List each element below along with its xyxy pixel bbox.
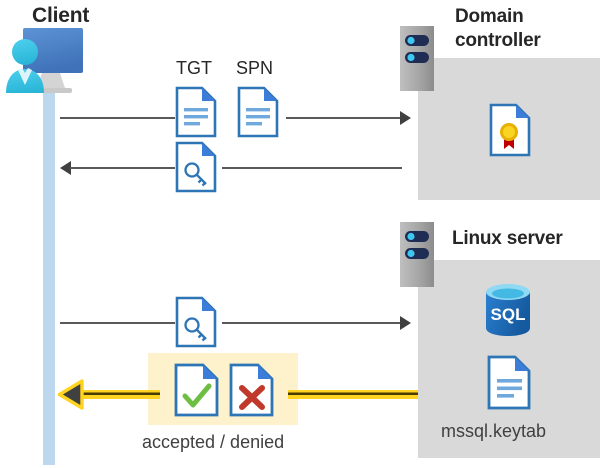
message-4-line-left	[78, 390, 160, 399]
client-lifeline	[43, 60, 55, 465]
keytab-document-icon	[487, 355, 531, 410]
message-4-line-right	[288, 390, 418, 399]
service-ticket-key-document-icon-1	[175, 141, 217, 193]
sql-text: SQL	[491, 305, 526, 324]
domain-controller-label-line1: Domain	[455, 6, 524, 27]
message-3-line-right	[222, 322, 401, 324]
message-1-line-right	[286, 117, 401, 119]
user-with-monitor-icon	[4, 25, 96, 97]
linux-server-label: Linux server	[452, 228, 563, 249]
spn-document-icon	[237, 86, 279, 138]
denied-document-icon	[229, 363, 275, 417]
linux-server-rack-icon	[400, 222, 434, 287]
message-2-arrowhead	[60, 161, 71, 175]
service-ticket-key-document-icon-2	[175, 296, 217, 348]
message-1-arrowhead	[400, 111, 411, 125]
cross-mark-icon	[239, 385, 265, 410]
tgt-label: TGT	[176, 58, 212, 78]
message-3-arrowhead	[400, 316, 411, 330]
message-2-line-left	[70, 167, 175, 169]
accepted-denied-caption: accepted / denied	[142, 432, 285, 452]
client-label: Client	[32, 4, 90, 27]
domain-controller-server-rack-icon	[400, 26, 434, 91]
message-2-line-right	[222, 167, 402, 169]
message-1-line-left	[60, 117, 175, 119]
keytab-filename-label: mssql.keytab	[441, 421, 547, 441]
domain-controller-label-line2: controller	[455, 30, 541, 51]
tgt-document-icon	[175, 86, 217, 138]
message-3-line-left	[60, 322, 175, 324]
accepted-document-icon	[174, 363, 220, 417]
certificate-document-icon	[489, 103, 531, 157]
message-4-arrowhead	[57, 378, 88, 411]
sql-database-icon: SQL	[480, 282, 536, 338]
accepted-denied-highlight	[148, 353, 298, 425]
check-mark-icon	[182, 383, 212, 408]
spn-label: SPN	[236, 58, 274, 78]
